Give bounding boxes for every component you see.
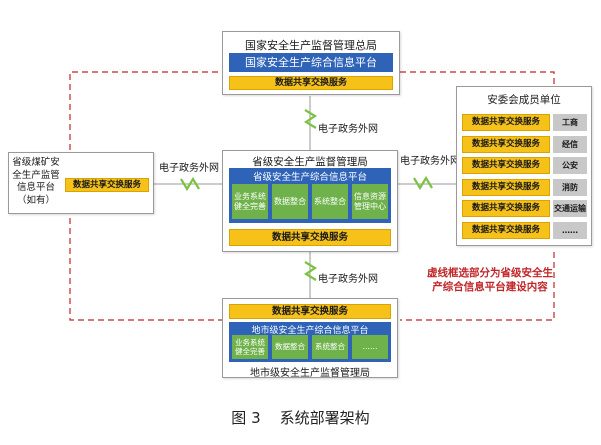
member-unit-label: …… <box>553 221 587 239</box>
link-label-right: 电子政务外网 <box>400 156 460 167</box>
city-module: 数据整合 <box>272 335 308 359</box>
provincial-platform-panel: 省级安全生产综合信息平台 业务系统 健全完善数据整合系统整合信息资源 管理中心 <box>229 168 391 223</box>
city-box: 数据共享交换服务 地市级安全生产综合信息平台 业务系统 健全完善数据整合系统整合… <box>222 298 398 379</box>
figure-caption: 图 3 系统部署架构 <box>231 409 370 427</box>
provincial-platform-title: 省级安全生产综合信息平台 <box>252 172 367 183</box>
coal-box: 省级煤矿安 全生产监管 信息平台 （如有） 数据共享交换服务 <box>8 152 154 214</box>
members-box: 安委会成员单位 数据共享交换服务工商数据共享交换服务经信数据共享交换服务公安数据… <box>456 86 592 246</box>
member-unit-label: 交通运输 <box>553 200 587 217</box>
member-unit-label: 经信 <box>553 135 587 153</box>
city-platform-panel: 地市级安全生产综合信息平台 业务系统 健全完善数据整合系统整合…… <box>229 322 391 362</box>
national-platform-bar: 国家安全生产综合信息平台 <box>229 53 393 72</box>
member-unit-label: 工商 <box>553 114 587 131</box>
member-exchange-bar: 数据共享交换服务 <box>462 157 550 174</box>
city-platform-title: 地市级安全生产综合信息平台 <box>251 326 369 336</box>
coal-title: 省级煤矿安 全生产监管 信息平台 （如有） <box>12 157 60 206</box>
city-module: 系统整合 <box>312 335 348 359</box>
provincial-module: 系统整合 <box>312 184 348 219</box>
city-module: …… <box>352 335 388 359</box>
coal-exchange-bar: 数据共享交换服务 <box>65 178 149 192</box>
national-box: 国家安全生产监督管理总局 国家安全生产综合信息平台 数据共享交换服务 <box>222 31 400 95</box>
members-title: 安委会成员单位 <box>487 94 561 106</box>
city-title: 地市级安全生产监督管理局 <box>250 368 370 379</box>
lightning-icon <box>303 109 318 129</box>
link-label-top: 电子政务外网 <box>318 124 378 135</box>
dashed-boundary <box>69 214 224 321</box>
lightning-icon <box>180 176 200 192</box>
dashed-area-note: 虚线框选部分为省级安全生 产综合信息平台建设内容 <box>427 267 553 294</box>
national-exchange-bar: 数据共享交换服务 <box>229 76 393 90</box>
provincial-title: 省级安全生产监督管理局 <box>252 156 368 168</box>
city-exchange-bar: 数据共享交换服务 <box>229 304 391 319</box>
provincial-module: 数据整合 <box>272 184 308 219</box>
member-exchange-bar: 数据共享交换服务 <box>462 221 550 239</box>
provincial-exchange-bar: 数据共享交换服务 <box>229 229 391 246</box>
member-exchange-bar: 数据共享交换服务 <box>462 114 550 131</box>
member-unit-label: 消防 <box>553 178 587 196</box>
lightning-icon <box>303 261 318 281</box>
lightning-icon <box>413 175 433 191</box>
member-unit-label: 公安 <box>553 157 587 174</box>
member-exchange-bar: 数据共享交换服务 <box>462 178 550 196</box>
national-title: 国家安全生产监督管理总局 <box>245 39 377 52</box>
provincial-box: 省级安全生产监督管理局 省级安全生产综合信息平台 业务系统 健全完善数据整合系统… <box>222 150 398 252</box>
member-exchange-bar: 数据共享交换服务 <box>462 200 550 217</box>
link-label-left: 电子政务外网 <box>159 163 219 174</box>
city-module: 业务系统 健全完善 <box>232 335 268 359</box>
dashed-boundary <box>400 252 555 321</box>
member-exchange-bar: 数据共享交换服务 <box>462 135 550 153</box>
provincial-module: 信息资源 管理中心 <box>352 184 388 219</box>
provincial-module: 业务系统 健全完善 <box>232 184 268 219</box>
link-label-bottom: 电子政务外网 <box>318 274 378 285</box>
